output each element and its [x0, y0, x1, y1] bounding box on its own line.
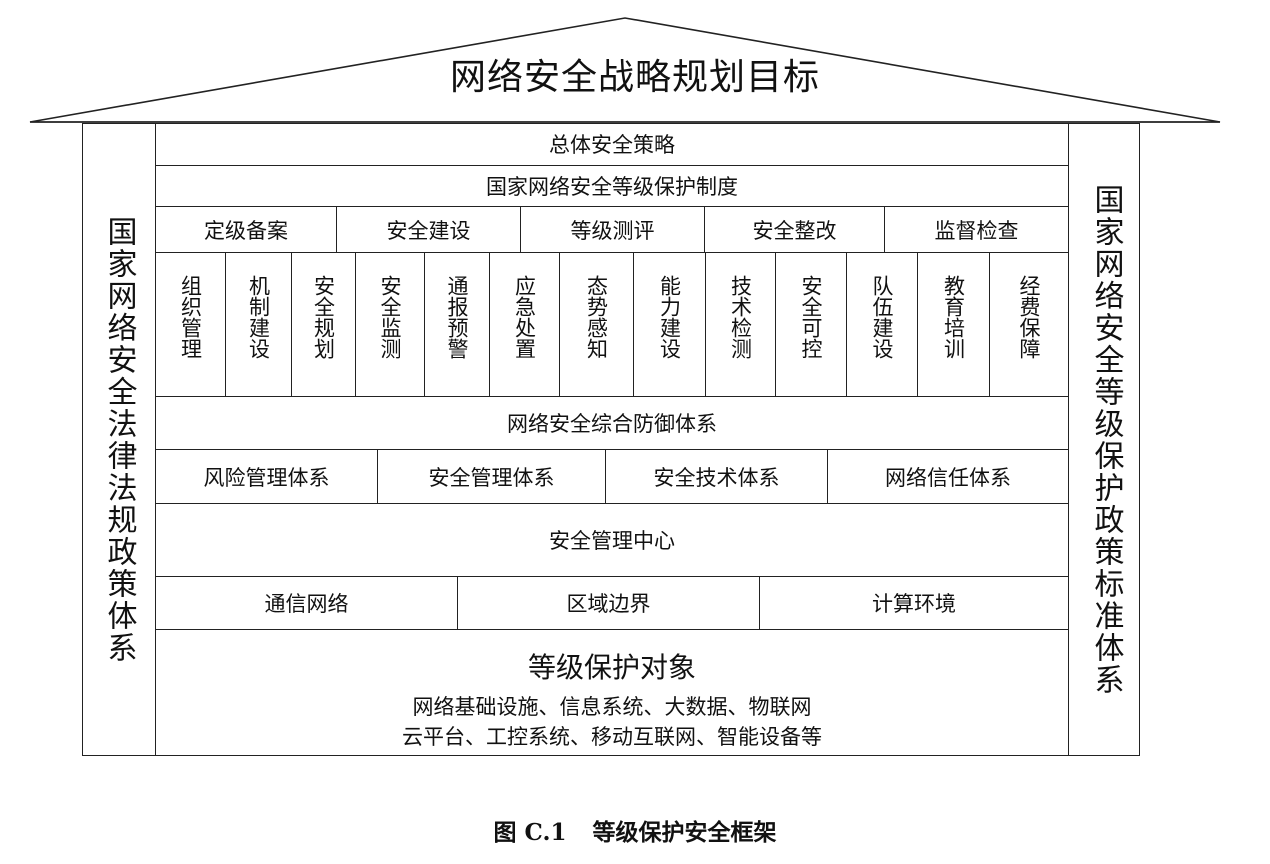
measure-label: 能力建设 [657, 275, 682, 359]
overall-strategy-cell: 总体安全策略 [549, 133, 675, 157]
protected-objects-line: 云平台、工控系统、移动互联网、智能设备等 [402, 725, 822, 749]
process-row: 定级备案 安全建设 等级测评 安全整改 监督检查 [156, 207, 1068, 253]
measure-label: 安全规划 [311, 275, 336, 359]
measure-cell: 技术检测 [706, 253, 776, 396]
figure-title: 等级保护安全框架 [592, 819, 777, 846]
framework-frame [82, 123, 1140, 756]
left-pillar: 国家网络安全法律法规政策体系 [82, 123, 156, 756]
protected-objects: 等级保护对象 网络基础设施、信息系统、大数据、物联网 云平台、工控系统、移动互联… [156, 630, 1068, 756]
measure-label: 机制建设 [246, 275, 271, 359]
measure-label: 通报预警 [445, 275, 469, 359]
measure-cell: 安全可控 [776, 253, 847, 396]
defense-system-cell: 网络安全综合防御体系 [507, 412, 717, 436]
measure-cell: 态势感知 [560, 253, 634, 396]
measure-cell: 应急处置 [490, 253, 560, 396]
overall-strategy-row: 总体安全策略 [156, 123, 1068, 166]
protected-objects-title: 等级保护对象 [527, 651, 696, 684]
management-center-cell: 安全管理中心 [549, 529, 675, 553]
roof-outline [29, 17, 1221, 123]
system-cell: 风险管理体系 [156, 450, 378, 503]
right-pillar: 国家网络安全等级保护政策标准体系 [1068, 123, 1142, 756]
strategy-goal-title: 网络安全战略规划目标 [449, 57, 820, 98]
measures-row: 组织管理 机制建设 安全规划 安全监测 通报预警 应急处置 态势感知 能力建设 … [156, 253, 1068, 397]
measure-label: 应急处置 [512, 275, 537, 359]
measure-label: 教育培训 [941, 275, 966, 359]
measure-cell: 安全监测 [356, 253, 425, 396]
system-cell: 安全技术体系 [606, 450, 828, 503]
process-cell: 安全建设 [337, 207, 521, 252]
grading-system-row: 国家网络安全等级保护制度 [156, 166, 1068, 207]
measure-label: 态势感知 [584, 275, 609, 359]
process-cell: 监督检查 [934, 218, 1019, 243]
systems-row: 风险管理体系 安全管理体系 安全技术体系 网络信任体系 [156, 450, 1068, 504]
measure-label: 队伍建设 [870, 275, 894, 359]
measure-label: 安全监测 [378, 275, 402, 359]
measure-cell: 教育培训 [918, 253, 990, 396]
protected-objects-line: 网络基础设施、信息系统、大数据、物联网 [412, 695, 812, 719]
grading-system-cell: 国家网络安全等级保护制度 [486, 175, 738, 199]
figure-caption: 图 C.1 等级保护安全框架 [0, 818, 1270, 848]
system-cell: 安全管理体系 [378, 450, 606, 503]
measure-cell: 通报预警 [425, 253, 490, 396]
measure-label: 安全可控 [799, 275, 823, 359]
measure-label: 组织管理 [178, 275, 203, 359]
system-cell: 网络信任体系 [885, 465, 1011, 490]
infrastructure-cell: 通信网络 [156, 577, 458, 629]
figure-number: 图 C.1 [493, 819, 567, 846]
measure-label: 经费保障 [1017, 275, 1041, 359]
process-cell: 定级备案 [156, 207, 337, 252]
right-pillar-label: 国家网络安全等级保护政策标准体系 [1088, 183, 1124, 696]
management-center-row: 安全管理中心 [156, 504, 1068, 577]
infrastructure-cell: 计算环境 [872, 592, 956, 616]
measure-cell: 队伍建设 [847, 253, 918, 396]
measure-cell: 组织管理 [156, 253, 226, 396]
measure-cell: 能力建设 [634, 253, 706, 396]
measure-cell: 经费保障 [990, 253, 1068, 396]
measure-cell: 安全规划 [292, 253, 356, 396]
process-cell: 等级测评 [521, 207, 705, 252]
left-pillar-label: 国家网络安全法律法规政策体系 [101, 215, 137, 664]
measure-cell: 机制建设 [226, 253, 292, 396]
measure-label: 技术检测 [728, 275, 753, 359]
framework-body: 总体安全策略 国家网络安全等级保护制度 定级备案 安全建设 等级测评 安全整改 … [156, 123, 1068, 756]
infrastructure-row: 通信网络 区域边界 计算环境 [156, 577, 1068, 630]
defense-system-row: 网络安全综合防御体系 [156, 397, 1068, 450]
infrastructure-cell: 区域边界 [458, 577, 760, 629]
process-cell: 安全整改 [705, 207, 885, 252]
